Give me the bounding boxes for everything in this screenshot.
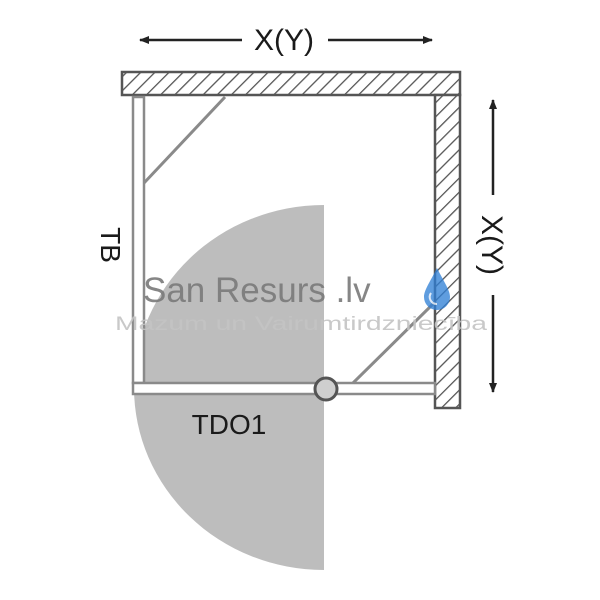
right-wall xyxy=(433,93,462,410)
watermark-tagline: Mazum un Vairumtirdzniecība xyxy=(115,314,488,335)
watermark-brand: San Resurs .lv xyxy=(143,271,371,310)
water-drop-highlight-icon xyxy=(428,292,438,305)
door-hinge xyxy=(313,376,339,402)
side-panel-label: TB xyxy=(95,227,126,263)
panel-brace xyxy=(142,95,227,185)
door-label: TDO1 xyxy=(192,409,267,440)
door-brace xyxy=(351,300,437,385)
right-dimension-label: X(Y) xyxy=(475,215,508,275)
top-wall xyxy=(120,70,462,97)
door-rail xyxy=(131,381,437,396)
watermark: San Resurs .lv Mazum un Vairumtirdzniecī… xyxy=(115,268,488,335)
top-dimension-label: X(Y) xyxy=(254,24,314,57)
side-panel xyxy=(131,95,146,385)
